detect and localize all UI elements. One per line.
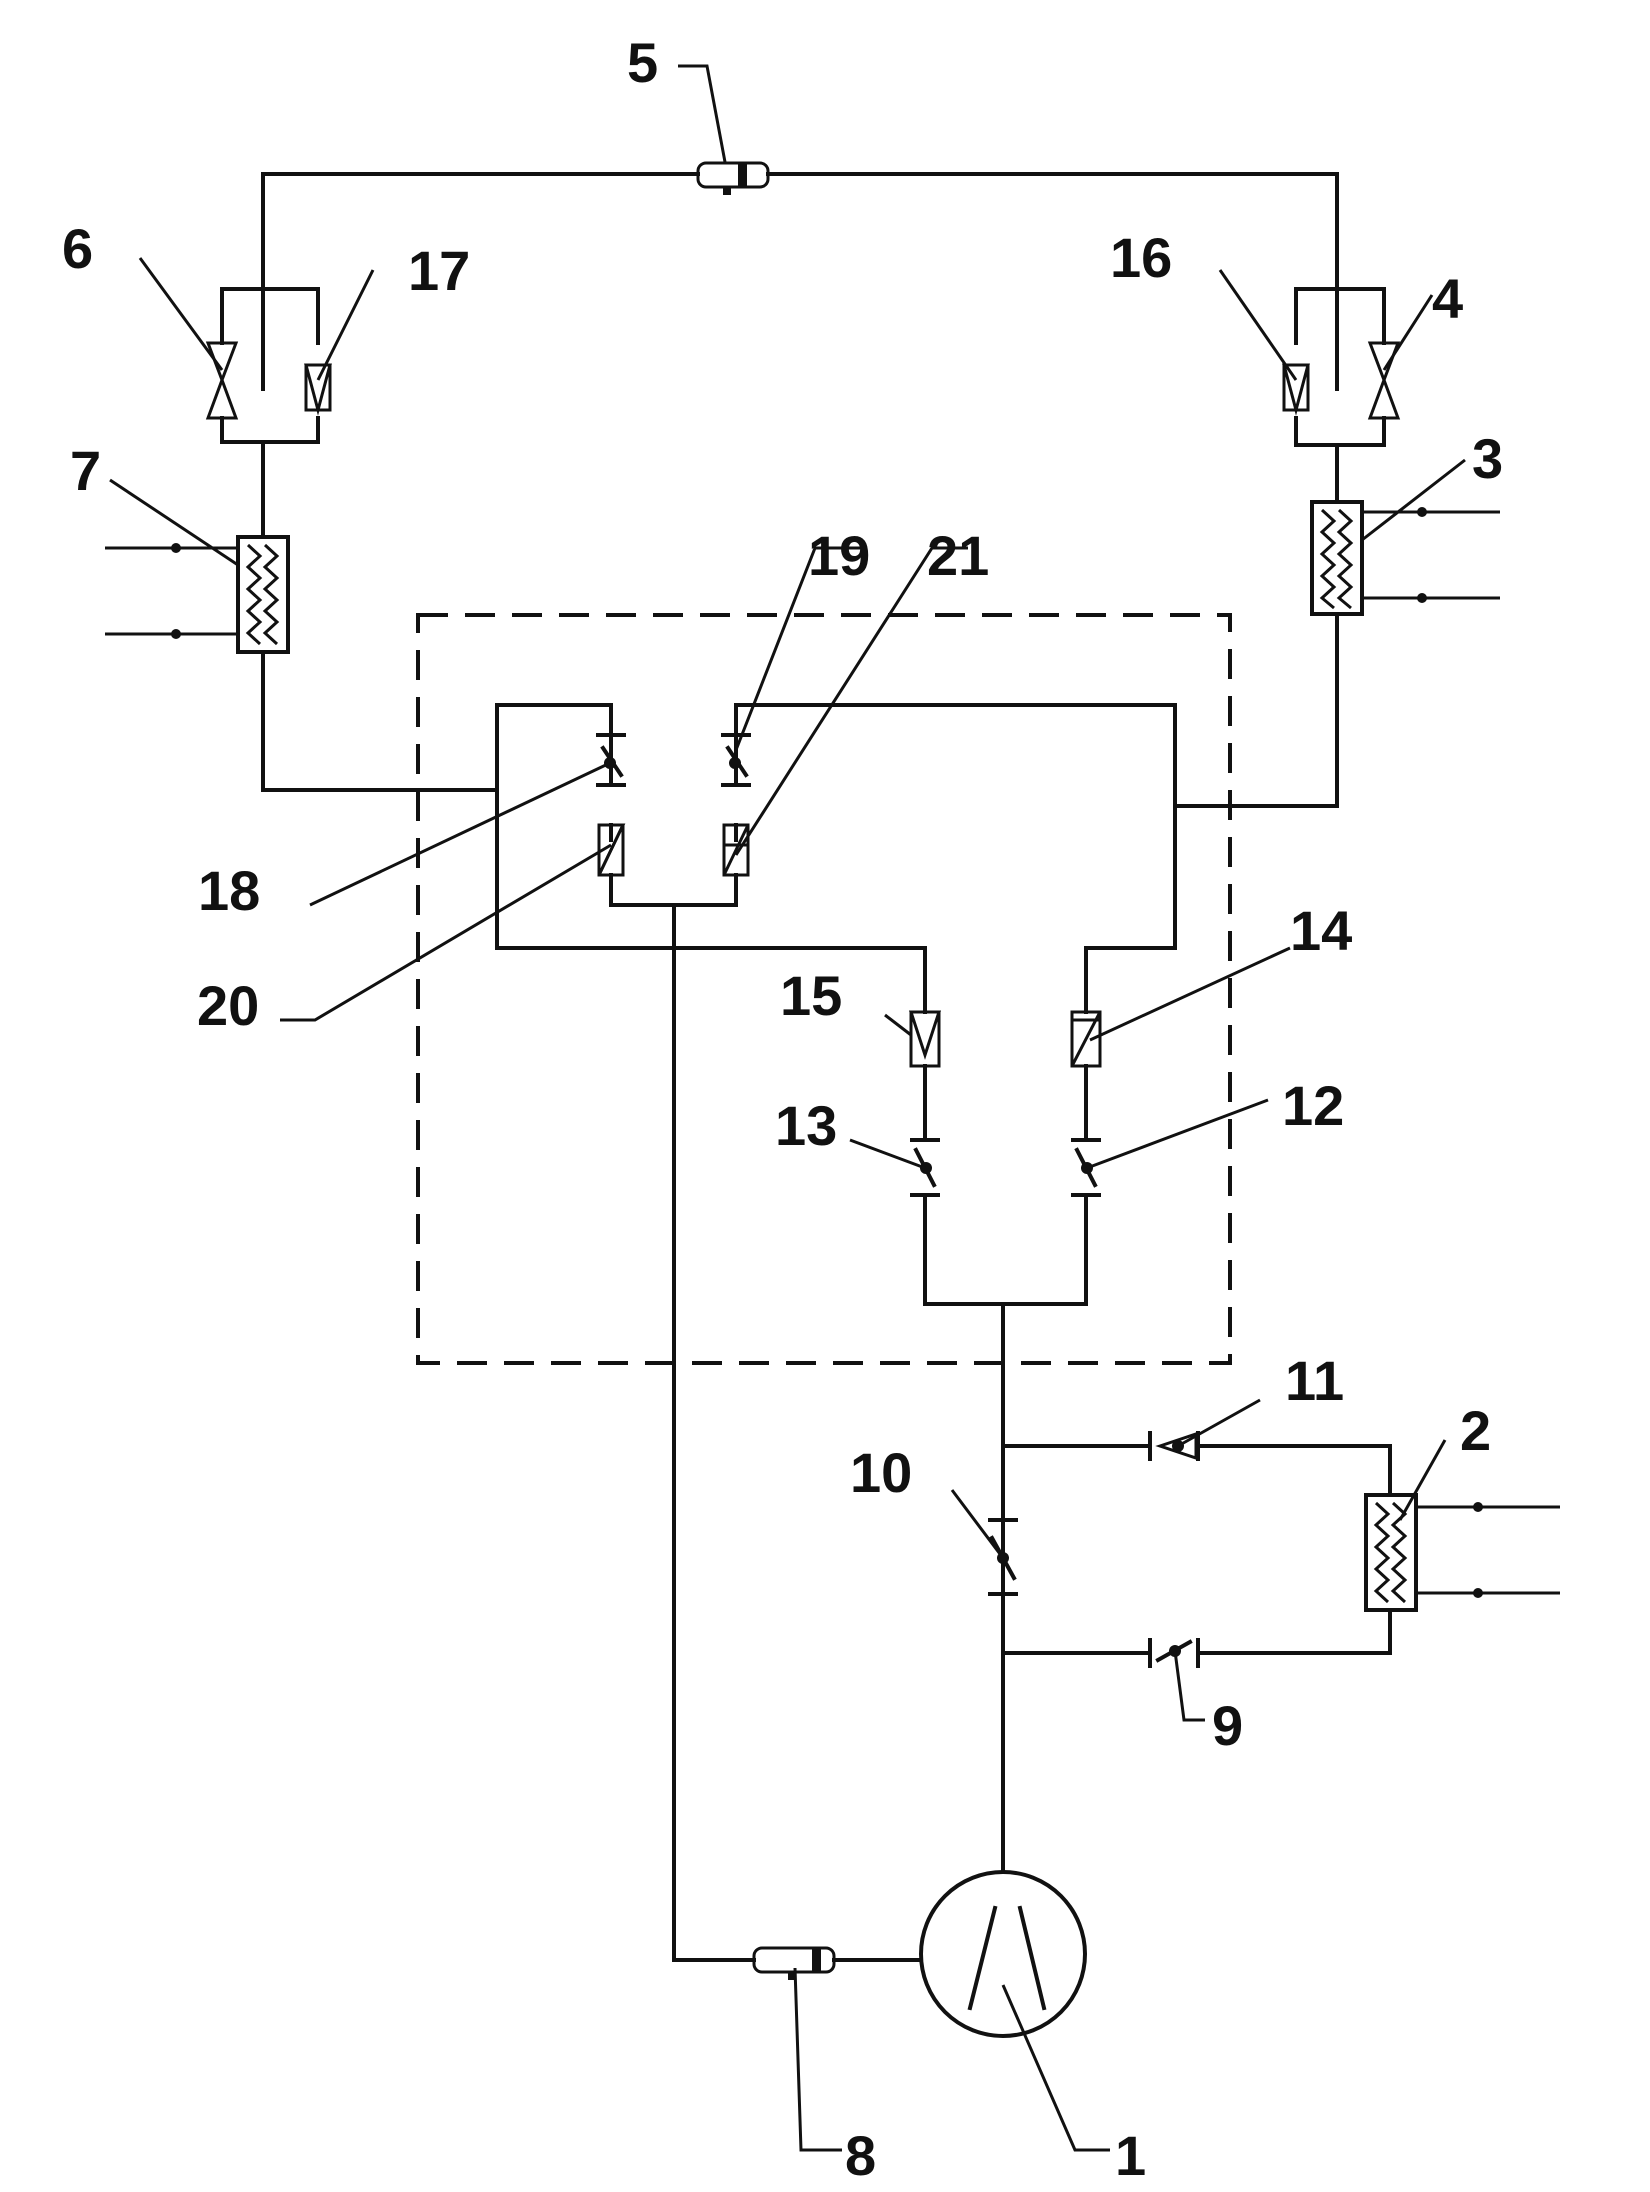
piping [220,172,1392,1962]
label-4: 4 [1432,267,1463,330]
label-2: 2 [1460,1399,1491,1462]
solenoid-valve-16 [1282,363,1310,416]
label-13: 13 [775,1094,837,1157]
label-9: 9 [1212,1694,1243,1757]
leader-lines [109,64,1466,2152]
filter-5 [696,161,770,195]
component-labels: 5 6 17 16 4 7 3 19 21 18 20 15 14 13 12 … [62,31,1503,2187]
solenoid-valve-20 [597,823,626,877]
label-7: 7 [70,439,101,502]
check-valve-19 [721,733,751,787]
label-8: 8 [845,2124,876,2187]
label-6: 6 [62,217,93,280]
solenoid-valve-15 [908,1010,942,1068]
label-1: 1 [1115,2124,1146,2187]
check-valve-11 [1148,1431,1200,1461]
label-11: 11 [1285,1349,1344,1412]
heat-exchanger-3 [1310,500,1500,616]
label-16: 16 [1110,226,1172,289]
label-17: 17 [408,239,470,302]
check-valve-18 [596,733,626,787]
valve-module-boundary [416,613,1232,1365]
label-14: 14 [1290,899,1352,962]
label-12: 12 [1282,1074,1344,1137]
heat-exchanger-7 [105,535,290,654]
label-19: 19 [808,524,870,587]
label-5: 5 [627,31,658,94]
solenoid-valve-14 [1070,1010,1102,1068]
compressor [919,1870,1087,2038]
label-3: 3 [1472,427,1503,490]
check-valve-13 [910,1138,940,1197]
label-15: 15 [780,964,842,1027]
label-20: 20 [197,974,259,1037]
check-valve-9 [1148,1638,1200,1668]
label-18: 18 [198,859,260,922]
label-21: 21 [927,524,989,587]
check-valve-12 [1071,1138,1101,1197]
solenoid-valve-17 [304,363,332,416]
label-10: 10 [850,1441,912,1504]
heat-exchanger-2 [1364,1493,1560,1612]
